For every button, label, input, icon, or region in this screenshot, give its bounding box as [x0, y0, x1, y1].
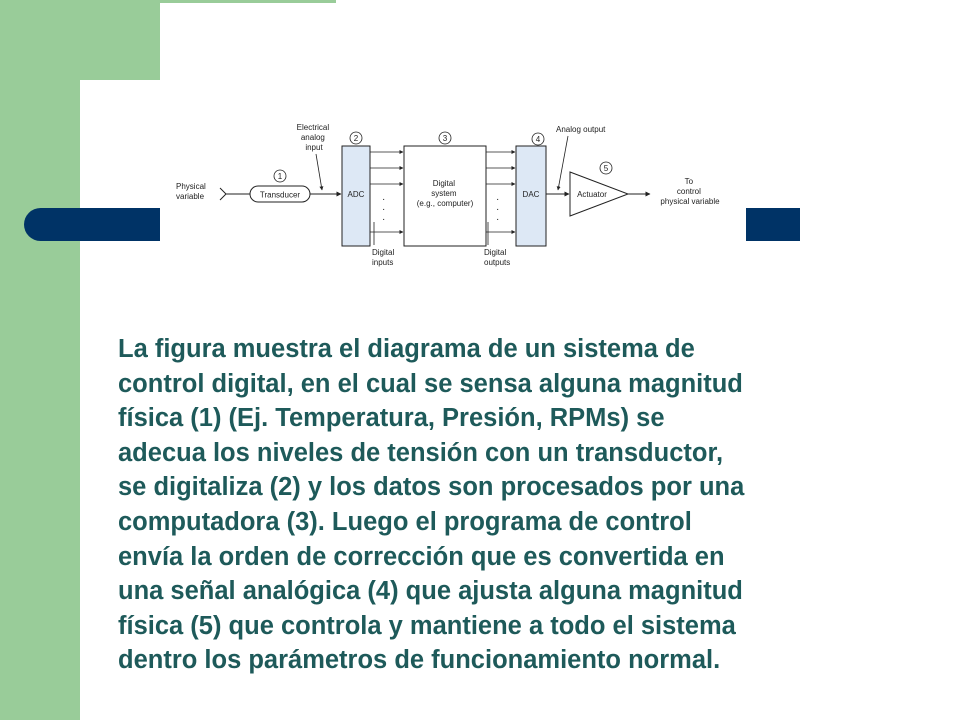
adc-bus-ellipsis-2: · — [382, 204, 385, 215]
body-line: control digital, en el cual se sensa alg… — [118, 369, 743, 398]
actuator-label: Actuator — [577, 190, 607, 199]
top-green-block — [80, 0, 160, 80]
step-4-number: 4 — [536, 135, 541, 144]
dac-label: DAC — [523, 190, 540, 199]
sidebar-green-strip — [0, 0, 80, 720]
digital-system-block — [403, 145, 487, 247]
content-rounded-corner — [80, 80, 160, 160]
step-1-marker — [273, 169, 287, 183]
step-4-marker — [531, 132, 545, 146]
step-5-number: 5 — [604, 164, 609, 173]
body-line: física (1) (Ej. Temperatura, Presión, RP… — [118, 404, 665, 433]
body-line: física (5) que controla y mantiene a tod… — [118, 611, 736, 640]
physical-variable-label: Physical variable — [176, 182, 208, 201]
dac-bus-ellipsis-2: · — [496, 204, 499, 215]
step-3-number: 3 — [443, 134, 448, 143]
to-control-label: To control physical variable — [660, 177, 720, 206]
adc-bus-ellipsis-3: · — [382, 214, 385, 225]
control-system-diagram: Physical variable Transducer 1 Electrica… — [176, 123, 720, 267]
analog-output-pointer — [556, 135, 569, 191]
input-chevron — [219, 187, 227, 201]
step-3-marker — [438, 131, 452, 145]
transducer-label: Transducer — [260, 191, 301, 200]
dac-block — [515, 145, 547, 247]
digital-outputs-label: Digital outputs — [484, 248, 510, 267]
actuator-block — [569, 171, 630, 217]
step-2-marker — [349, 131, 363, 145]
analog-output-label: Analog output — [556, 125, 606, 134]
electrical-analog-input-label: Electrical analog input — [297, 123, 332, 152]
body-line: computadora (3). Luego el programa de co… — [118, 507, 692, 536]
adc-label: ADC — [348, 190, 365, 199]
digital-system-label: Digital system (e.g., computer) — [417, 179, 474, 208]
body-line: adecua los niveles de tensión con un tra… — [118, 438, 724, 467]
digital-inputs-label: Digital inputs — [372, 248, 396, 267]
dac-bus-ellipsis-1: · — [496, 194, 499, 205]
body-line: se digitaliza (2) y los datos son proces… — [118, 473, 745, 502]
body-line: una señal analógica (4) que ajusta algun… — [118, 577, 743, 606]
adc-bus-ellipsis-1: · — [382, 194, 385, 205]
step-1-number: 1 — [278, 172, 283, 181]
body-line: dentro los parámetros de funcionamiento … — [118, 646, 721, 675]
slide-body-text: La figura muestra el diagrama de un sist… — [118, 332, 918, 678]
right-accent-bar — [746, 208, 800, 241]
body-line: La figura muestra el diagrama de un sist… — [118, 335, 695, 363]
adc-block — [341, 145, 371, 247]
step-5-marker — [599, 161, 613, 175]
step-2-number: 2 — [354, 134, 359, 143]
left-accent-bar — [24, 208, 160, 241]
body-line: envía la orden de corrección que es conv… — [118, 542, 725, 571]
top-green-line — [160, 0, 336, 3]
dac-bus-ellipsis-3: · — [496, 214, 499, 225]
analog-input-pointer — [315, 153, 324, 191]
